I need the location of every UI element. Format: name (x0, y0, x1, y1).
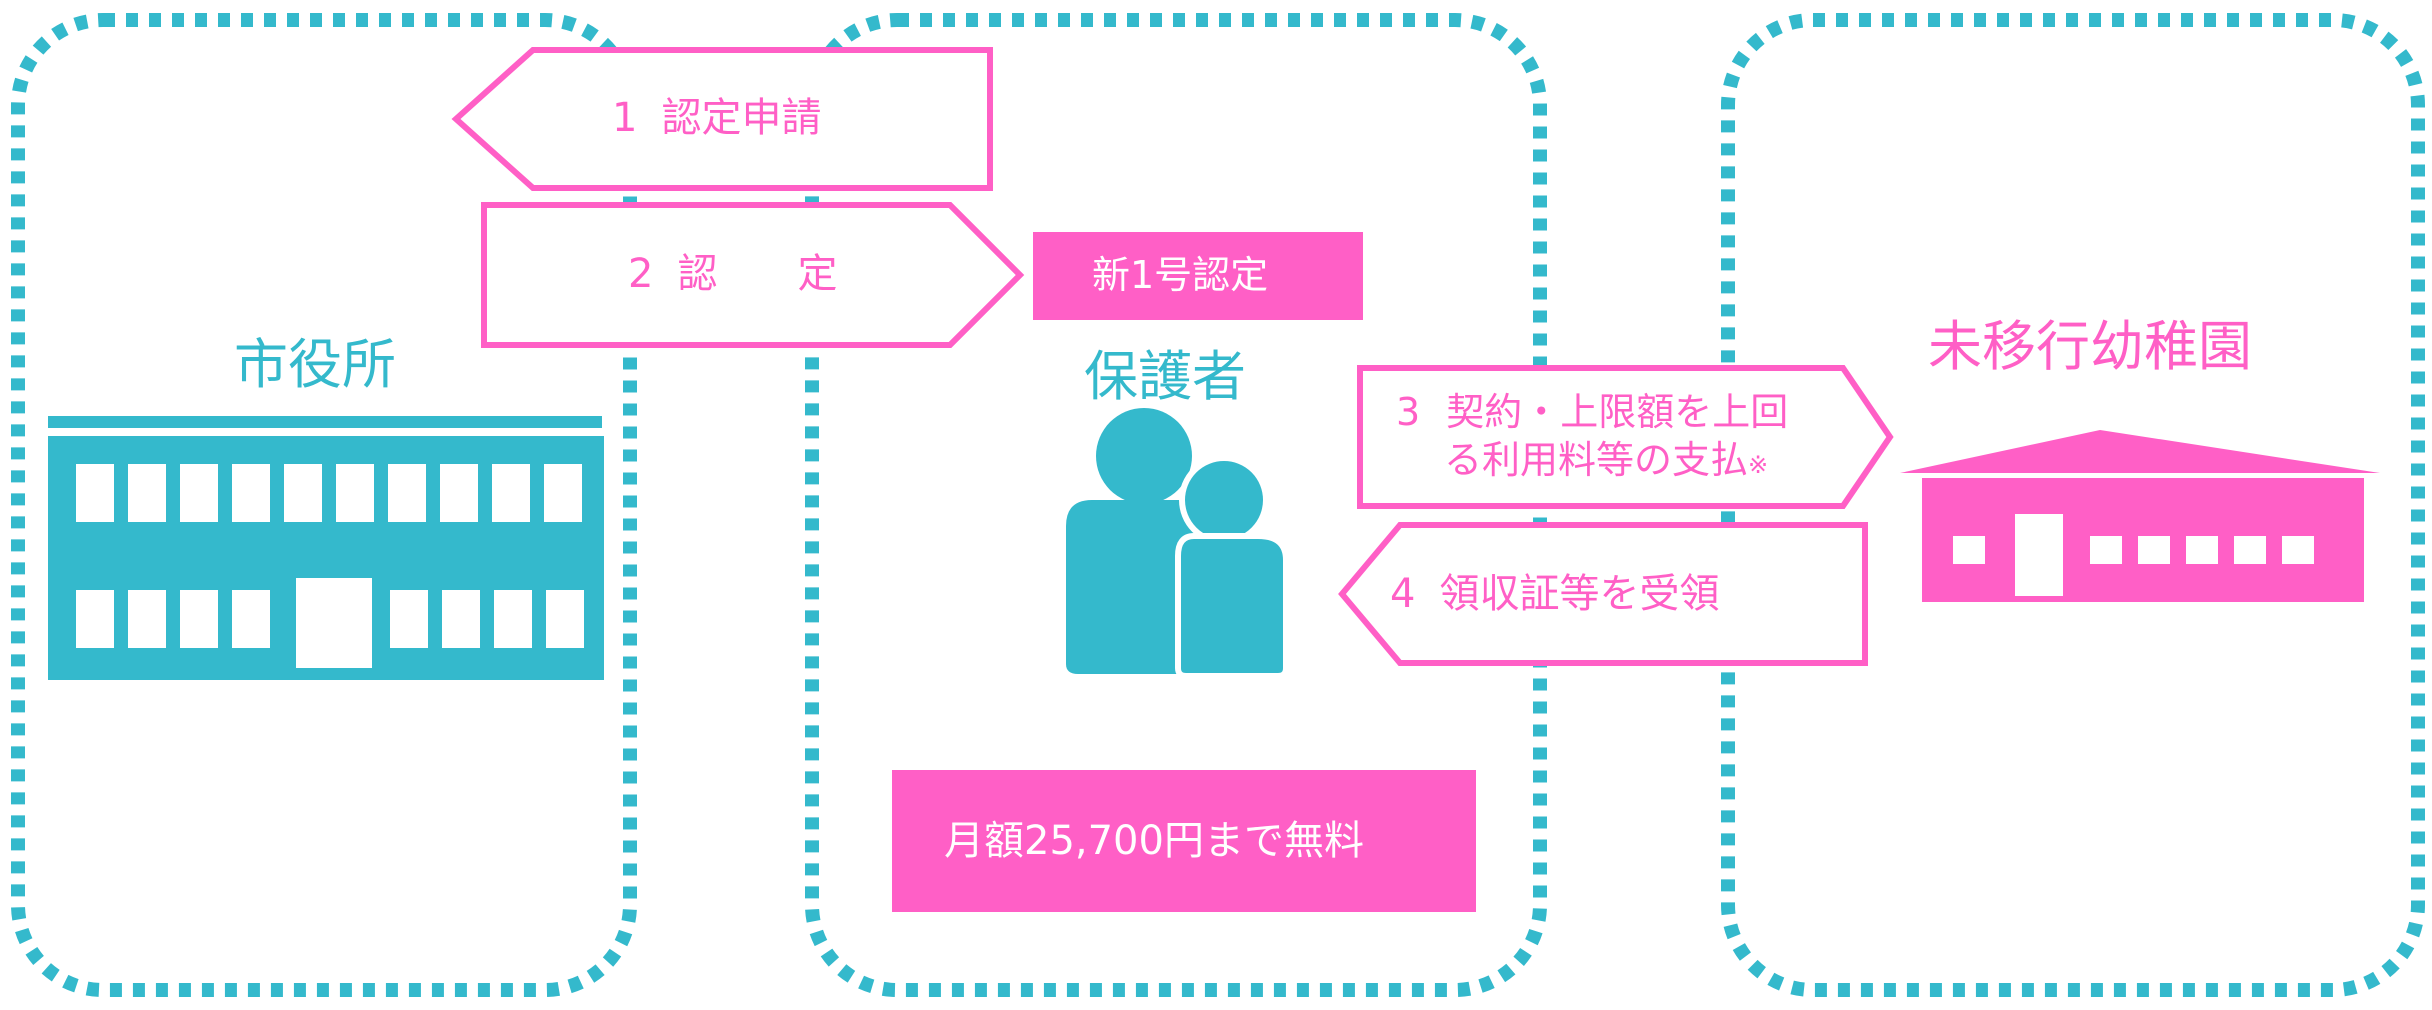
step-2-number: 2 (628, 251, 654, 297)
free-amount-badge (892, 770, 1476, 912)
step-2-text: 認 定 (677, 251, 838, 297)
step-3-label: 3 契約・上限額を上回 る利用料等の支払※ (1396, 388, 1788, 489)
step-3-number: 3 (1396, 390, 1421, 434)
guardian-title: 保護者 (1084, 345, 1246, 408)
step-4-text: 領収証等を受領 (1439, 571, 1720, 617)
step-4-number: 4 (1390, 571, 1416, 617)
school-building-icon (1900, 430, 2380, 602)
step-3-text-2: る利用料等の支払 (1444, 438, 1749, 482)
step-2-label: 2 認 定 (628, 250, 837, 298)
building-icon (48, 416, 604, 680)
step-3-line-1: 3 契約・上限額を上回 (1396, 388, 1788, 436)
step-1-arrow (451, 47, 993, 191)
step-1-number: 1 (612, 95, 638, 141)
step-3-arrow (1357, 365, 1894, 509)
step-4-label: 4 領収証等を受領 (1390, 570, 1719, 618)
step-2-arrow (481, 202, 1025, 348)
step-1-text: 認定申請 (661, 95, 822, 141)
step-3-note-mark: ※ (1748, 451, 1769, 479)
kindergarten-title: 未移行幼稚園 (1928, 315, 2252, 378)
step-4-arrow (1338, 522, 1868, 666)
step-1-label: 1 認定申請 (612, 94, 821, 142)
free-amount-label: 月額25,700円まで無料 (944, 818, 1364, 864)
step-3-text: 契約・上限額を上回 (1446, 390, 1789, 434)
people-icon (1066, 408, 1289, 679)
certification-badge-label: 新1号認定 (1092, 253, 1269, 297)
step-3-line-2: る利用料等の支払※ (1396, 436, 1788, 489)
city-hall-title: 市役所 (234, 333, 396, 396)
kindergarten-panel (1721, 13, 2425, 997)
certification-badge (1033, 232, 1363, 320)
city-hall-panel (11, 13, 637, 997)
